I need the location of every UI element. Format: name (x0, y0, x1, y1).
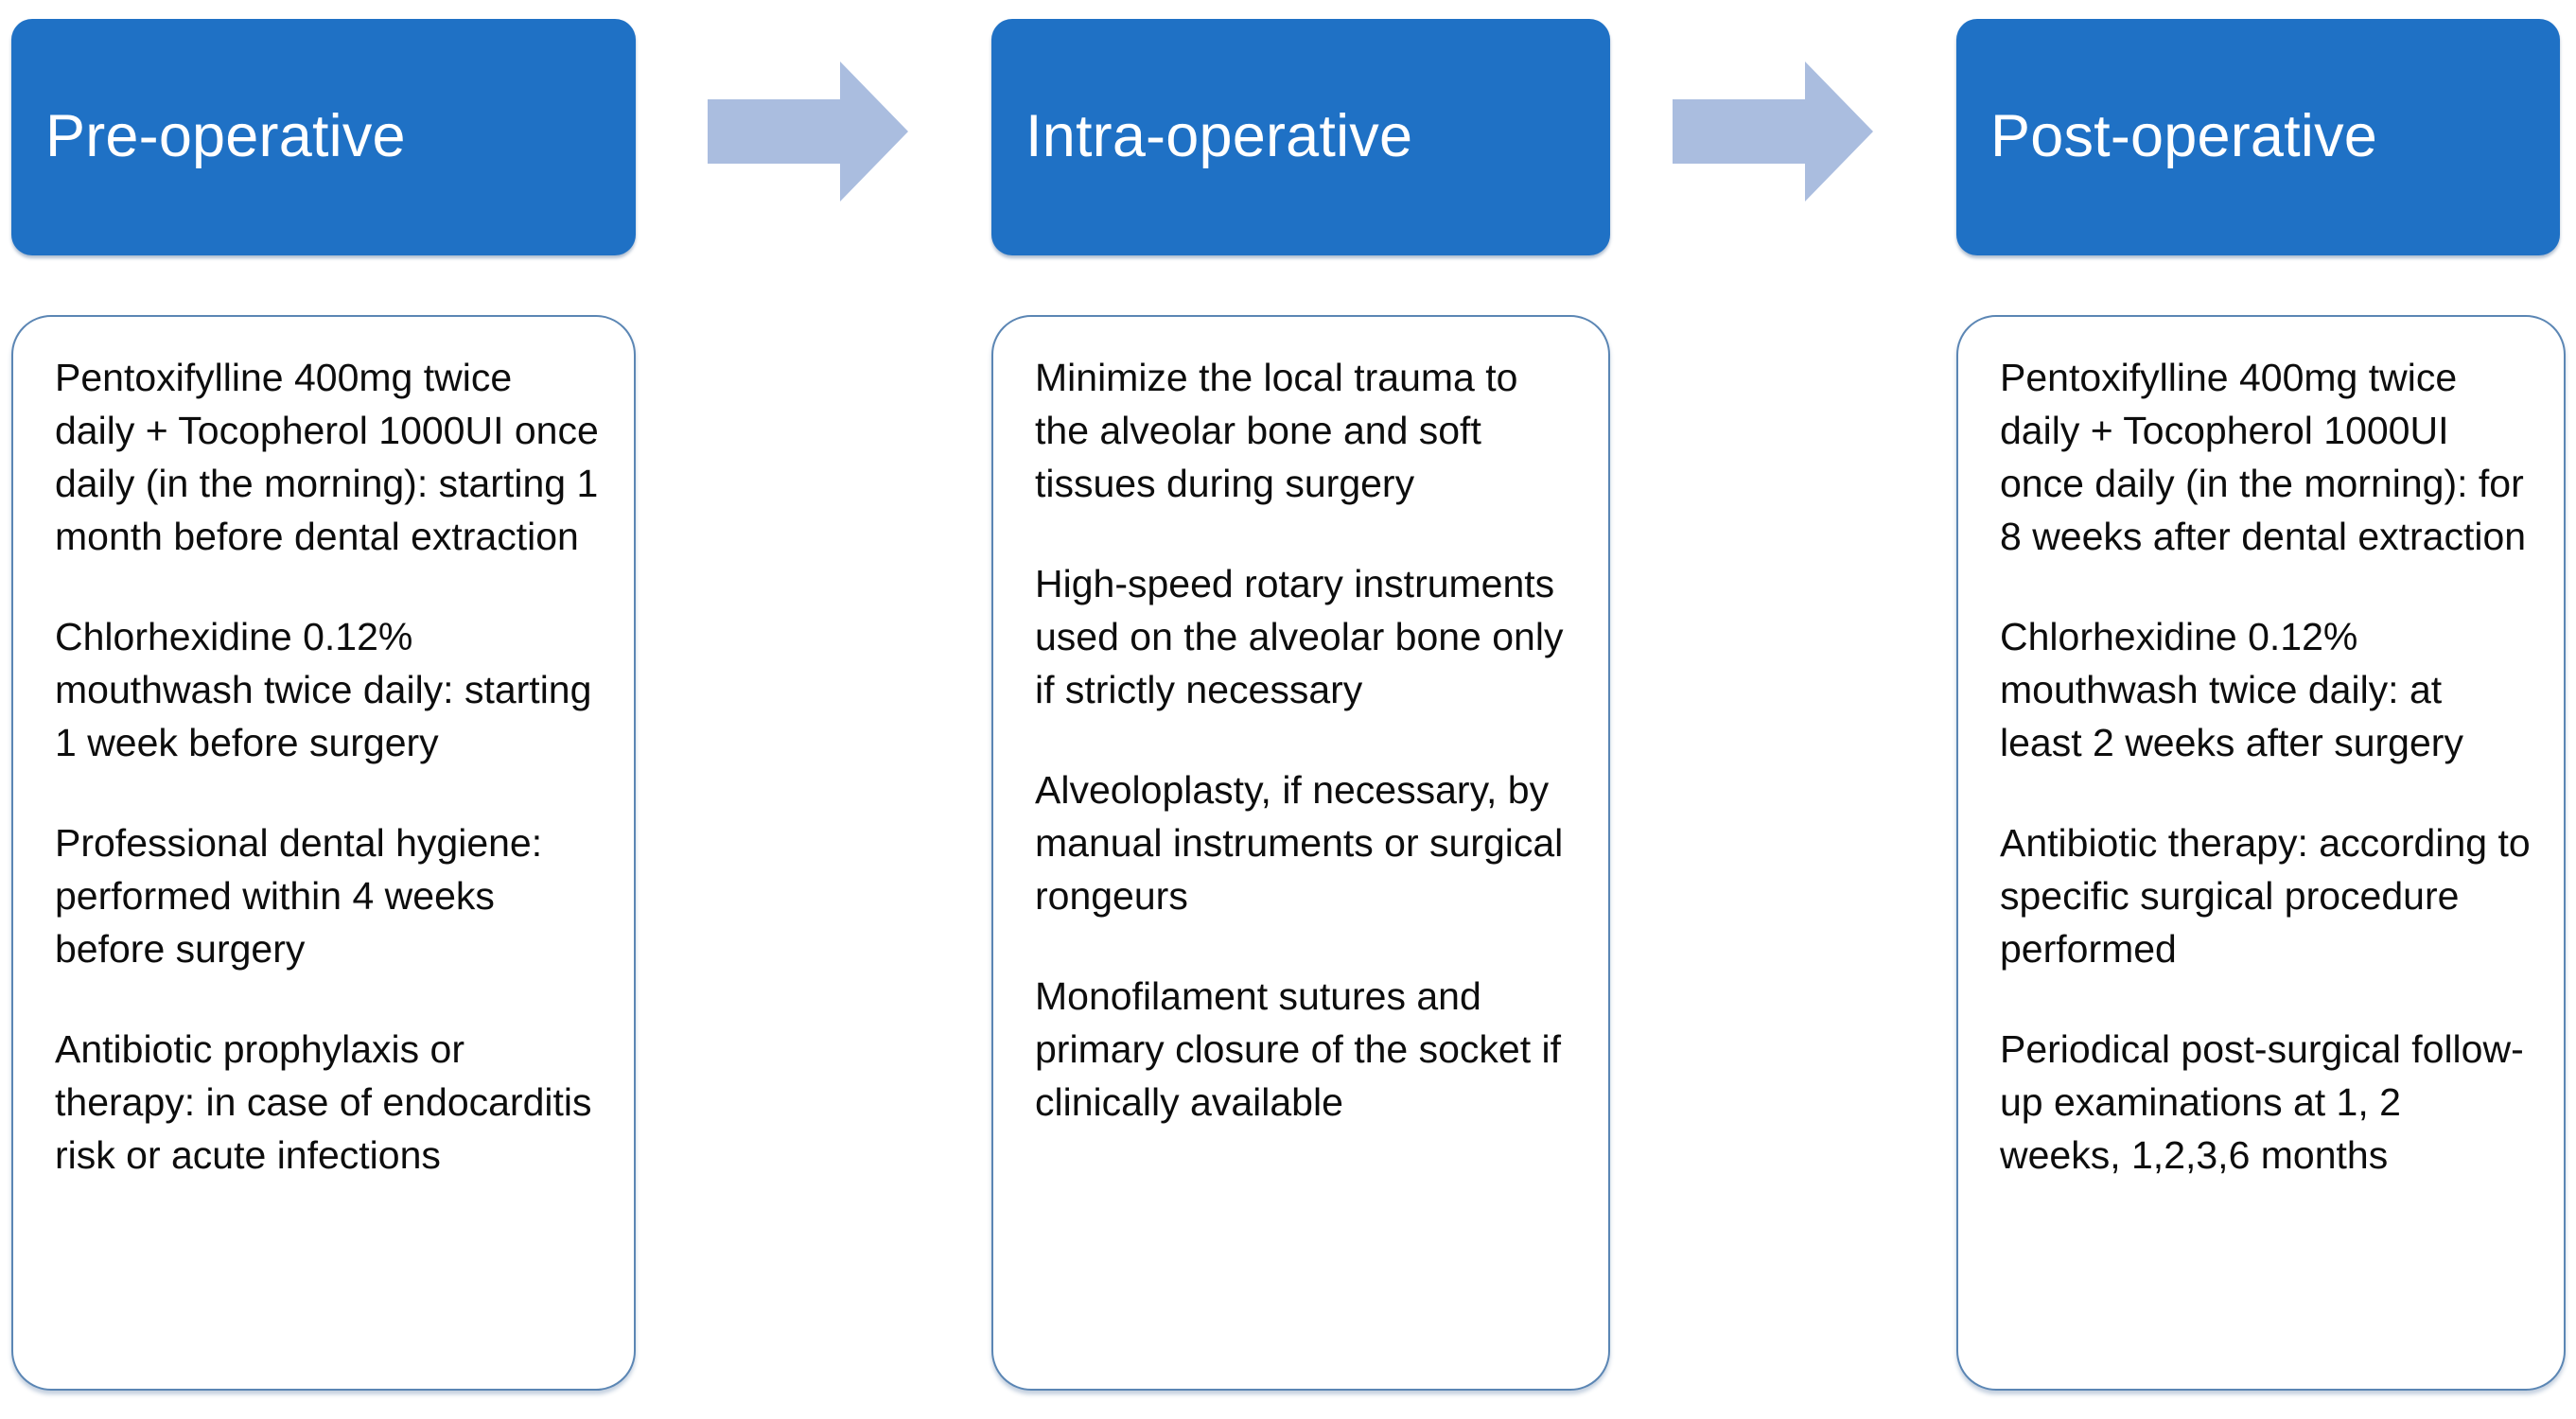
stage-header-post-operative: Post-operative (1956, 19, 2560, 255)
stage-title-intra-operative: Intra-operative (1025, 103, 1413, 170)
stage-item: Minimize the local trauma to the alveola… (1035, 356, 1518, 505)
stage-item: Antibiotic therapy: according to specifi… (2000, 821, 2531, 971)
right-arrow-icon (1673, 61, 1873, 201)
stage-title-post-operative: Post-operative (1990, 103, 2378, 170)
stage-content-intra-operative: Minimize the local trauma to the alveola… (991, 315, 1610, 1391)
stage-item: Pentoxifylline 400mg twice daily + Tocop… (2000, 356, 2527, 558)
stage-item: Alveoloplasty, if necessary, by manual i… (1035, 768, 1564, 918)
stage-item: Periodical post-surgical follow-up exami… (2000, 1027, 2524, 1177)
stage-content-post-operative: Pentoxifylline 400mg twice daily + Tocop… (1956, 315, 2566, 1391)
stage-title-pre-operative: Pre-operative (45, 103, 406, 170)
right-arrow-icon (708, 61, 908, 201)
stage-item: Chlorhexidine 0.12% mouthwash twice dail… (55, 615, 592, 764)
stage-item: High-speed rotary instruments used on th… (1035, 562, 1564, 711)
right-arrow-glyph (708, 61, 908, 201)
stage-header-pre-operative: Pre-operative (11, 19, 636, 255)
right-arrow-glyph (1673, 61, 1873, 201)
stage-content-pre-operative: Pentoxifylline 400mg twice daily + Tocop… (11, 315, 636, 1391)
stage-item: Pentoxifylline 400mg twice daily + Tocop… (55, 356, 599, 558)
stage-item: Professional dental hygiene: performed w… (55, 821, 543, 971)
stage-item: Antibiotic prophylaxis or therapy: in ca… (55, 1027, 592, 1177)
stage-header-intra-operative: Intra-operative (991, 19, 1610, 255)
stage-item: Chlorhexidine 0.12% mouthwash twice dail… (2000, 615, 2463, 764)
stage-item: Monofilament sutures and primary closure… (1035, 974, 1561, 1124)
